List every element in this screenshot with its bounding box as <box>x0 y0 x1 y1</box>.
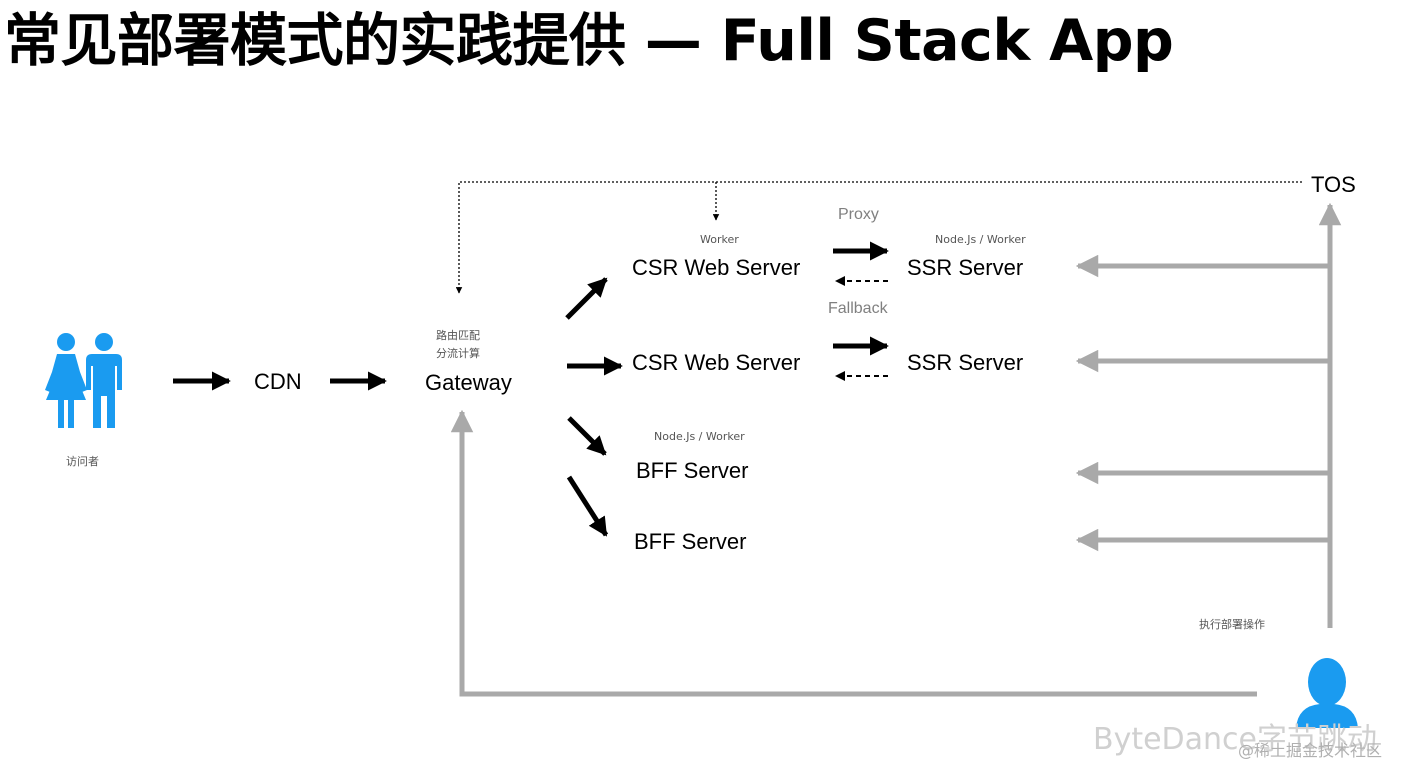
visitor-icon <box>45 333 122 428</box>
cdn-node: CDN <box>254 369 302 394</box>
arrow-gateway-csr1 <box>565 277 608 320</box>
deployer-icon <box>1296 658 1358 728</box>
ssr-server-1: SSR Server <box>907 255 1024 280</box>
ssr-server-2: SSR Server <box>907 350 1024 375</box>
gateway-note-line1: 路由匹配 <box>436 329 480 342</box>
tos-node: TOS <box>1311 172 1356 197</box>
csr-web-server-1: CSR Web Server <box>632 255 801 280</box>
arrow-deploy-gateway <box>450 409 1257 697</box>
arrow-gateway-bff1 <box>567 416 607 456</box>
bff-server-1-note: Node.Js / Worker <box>654 430 745 443</box>
visitor-label: 访问者 <box>66 455 99 468</box>
bff-server-1: BFF Server <box>636 458 749 483</box>
gateway-node: Gateway <box>425 370 512 395</box>
dotted-tos-gateway <box>455 181 1302 294</box>
community-watermark: @稀土掘金技术社区 <box>1238 741 1383 760</box>
csr-web-server-1-note: Worker <box>700 233 739 246</box>
fallback-label: Fallback <box>828 300 888 317</box>
bytedance-watermark: ByteDance字节跳动 <box>1093 722 1378 757</box>
csr-web-server-2: CSR Web Server <box>632 350 801 375</box>
gateway-note-line2: 分流计算 <box>436 347 480 360</box>
bff-server-2: BFF Server <box>634 529 747 554</box>
deploy-label: 执行部署操作 <box>1199 618 1265 631</box>
arrow-gateway-bff2 <box>566 475 609 537</box>
proxy-label: Proxy <box>838 206 879 223</box>
page-title: 常见部署模式的实践提供 — Full Stack App <box>4 8 1174 74</box>
ssr-server-1-note: Node.Js / Worker <box>935 233 1026 246</box>
